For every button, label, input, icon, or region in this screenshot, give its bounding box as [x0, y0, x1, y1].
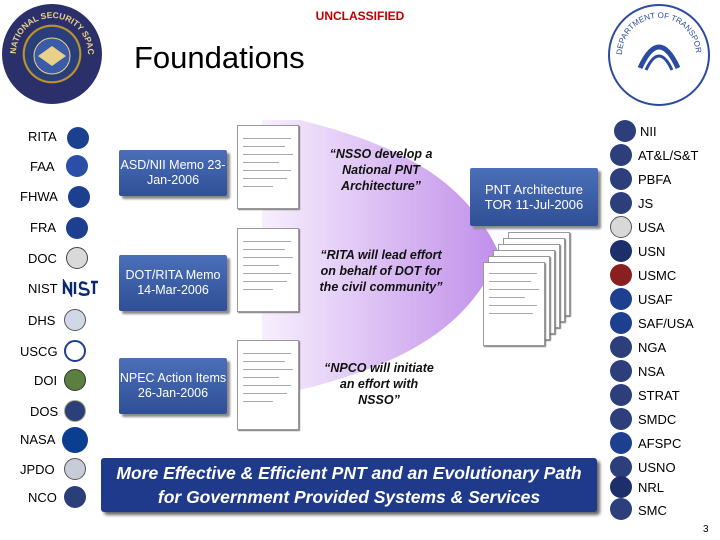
- memo-box-dot-rita: DOT/RITA Memo 14-Mar-2006: [119, 255, 227, 311]
- quote-npco: “NPCO will initiate an effort with NSSO”: [324, 361, 434, 407]
- classification-label: UNCLASSIFIED: [315, 9, 405, 23]
- page-number: 3: [703, 524, 709, 535]
- dot-seal: DEPARTMENT OF TRANSPORTATION UNITED STAT…: [607, 0, 710, 106]
- nasa-icon: [62, 427, 88, 453]
- faa-icon: [66, 155, 88, 177]
- left-agency-list: RITA FAA FHWA FRA DOC NIST DHS USCG DOI …: [0, 0, 110, 540]
- agency-nist: NIST: [28, 281, 58, 296]
- agency-strat: STRAT: [638, 388, 680, 403]
- agency-atl-st: AT&L/S&T: [638, 148, 699, 163]
- nist-logo-icon: [62, 277, 98, 299]
- memo-box-npec: NPEC Action Items 26-Jan-2006: [119, 358, 227, 414]
- atl-icon: [610, 144, 632, 166]
- tor-document-stack: [478, 232, 588, 352]
- smdc-icon: [610, 408, 632, 430]
- usa-icon: [610, 216, 632, 238]
- right-agency-list: NII AT&L/S&T PBFA JS USA USN USMC USAF S…: [600, 0, 720, 540]
- pbfa-icon: [610, 168, 632, 190]
- nco-icon: [64, 486, 86, 508]
- doc-icon: [66, 247, 88, 269]
- agency-usno: USNO: [638, 460, 676, 475]
- agency-faa: FAA: [30, 159, 55, 174]
- quote-nsso: “NSSO develop a National PNT Architectur…: [329, 147, 433, 193]
- agency-usn: USN: [638, 244, 666, 259]
- page-title: Foundations: [134, 40, 305, 75]
- agency-nsa: NSA: [638, 364, 665, 379]
- agency-dos: DOS: [30, 404, 59, 419]
- rita-icon: [67, 127, 89, 149]
- agency-smdc: SMDC: [638, 412, 677, 427]
- agency-dhs: DHS: [28, 313, 56, 328]
- usno-icon: [610, 456, 632, 478]
- agency-js: JS: [638, 196, 654, 211]
- saf-usa-icon: [610, 312, 632, 334]
- nga-icon: [610, 336, 632, 358]
- fra-icon: [66, 217, 88, 239]
- agency-fhwa: FHWA: [20, 189, 58, 204]
- agency-nasa: NASA: [20, 432, 56, 447]
- uscg-icon: [64, 340, 86, 362]
- agency-nco: NCO: [28, 490, 57, 505]
- quote-rita: “RITA will lead effort on behalf of DOT …: [319, 248, 443, 294]
- agency-uscg: USCG: [20, 344, 58, 359]
- agency-rita: RITA: [28, 129, 57, 144]
- agency-usmc: USMC: [638, 268, 677, 283]
- agency-usaf: USAF: [638, 292, 673, 307]
- agency-smc: SMC: [638, 503, 667, 518]
- agency-nii: NII: [640, 124, 657, 139]
- agency-doc: DOC: [28, 251, 57, 266]
- memo-box-asd-nii: ASD/NII Memo 23-Jan-2006: [119, 150, 227, 196]
- agency-nrl: NRL: [638, 480, 665, 495]
- usmc-icon: [610, 264, 632, 286]
- afspc-icon: [610, 432, 632, 454]
- agency-pbfa: PBFA: [638, 172, 672, 187]
- doi-icon: [64, 369, 86, 391]
- strat-icon: [610, 384, 632, 406]
- smc-icon: [610, 498, 632, 520]
- memo-document-3: [237, 340, 299, 430]
- nrl-icon: [610, 476, 632, 498]
- agency-saf-usa: SAF/USA: [638, 316, 694, 331]
- memo-document-2: [237, 228, 299, 312]
- fhwa-icon: [68, 186, 90, 208]
- agency-jpdo: JPDO: [20, 462, 55, 477]
- tor-box: PNT Architecture TOR 11-Jul-2006: [470, 168, 598, 226]
- dos-icon: [64, 400, 86, 422]
- memo-document-1: [237, 125, 299, 209]
- nii-icon: [614, 120, 636, 142]
- agency-afspc: AFSPC: [638, 436, 682, 451]
- summary-banner: More Effective & Efficient PNT and an Ev…: [101, 458, 597, 512]
- agency-usa: USA: [638, 220, 665, 235]
- agency-doi: DOI: [34, 373, 58, 388]
- usaf-icon: [610, 288, 632, 310]
- usn-icon: [610, 240, 632, 262]
- dhs-icon: [64, 309, 86, 331]
- nsso-seal: NATIONAL SECURITY SPACE OFFICE: [0, 0, 102, 104]
- js-icon: [610, 192, 632, 214]
- nsa-icon: [610, 360, 632, 382]
- agency-nga: NGA: [638, 340, 667, 355]
- jpdo-icon: [64, 458, 86, 480]
- agency-fra: FRA: [30, 220, 56, 235]
